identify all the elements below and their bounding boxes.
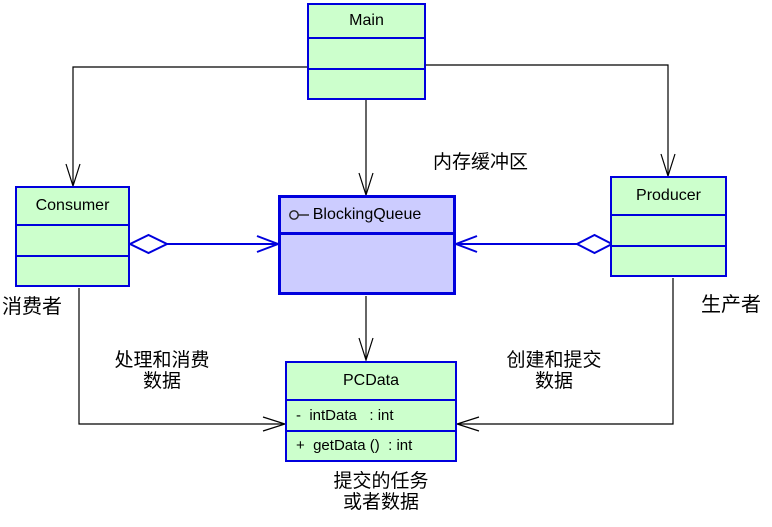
class-main-operations-compartment <box>309 67 424 99</box>
consume-note-line2: 数据 <box>142 371 181 392</box>
aggregation-diamond-icon <box>574 233 615 255</box>
class-blockingqueue-name: BlockingQueue <box>312 206 422 223</box>
memory-buffer-label: 内存缓冲区 <box>433 152 529 173</box>
class-pcdata-name: PCData <box>342 372 400 389</box>
consumer-role-label: 消费者 <box>2 296 62 318</box>
produce-note-line1: 创建和提交 <box>506 350 602 371</box>
open-arrowhead-icon <box>453 235 478 253</box>
class-pcdata-title: PCData <box>287 363 455 399</box>
class-main-attributes-compartment <box>309 37 424 68</box>
class-consumer[interactable]: Consumer <box>15 186 130 287</box>
open-arrowhead-icon <box>358 337 374 362</box>
class-blockingqueue-body-compartment <box>281 232 453 292</box>
link-blockingqueue-pcdata[interactable] <box>358 296 374 362</box>
data-note-label: 提交的任务 或者数据 <box>331 471 431 513</box>
class-producer-attributes-compartment <box>612 214 725 245</box>
class-pcdata-method-getdata: + getData () : int <box>287 429 455 461</box>
consume-note-line1: 处理和消费 <box>114 350 210 371</box>
producer-role-label: 生产者 <box>701 294 761 316</box>
open-arrowhead-icon <box>455 416 480 432</box>
class-pcdata-attribute-intdata: - intData : int <box>287 399 455 430</box>
aggregation-diamond-icon <box>127 233 170 255</box>
key-icon <box>289 210 309 220</box>
data-note-line1: 提交的任务 <box>333 471 429 492</box>
class-consumer-name: Consumer <box>35 197 110 214</box>
link-producer-pcdata[interactable] <box>455 278 674 432</box>
consume-note-label: 处理和消费 数据 <box>112 350 212 392</box>
aggregation-consumer-blockingqueue[interactable] <box>127 233 281 255</box>
class-blockingqueue[interactable]: BlockingQueue <box>278 195 456 295</box>
class-main-title: Main <box>309 5 424 37</box>
class-producer-title: Producer <box>612 178 725 214</box>
class-main[interactable]: Main <box>307 3 426 100</box>
link-main-blockingqueue[interactable] <box>358 100 374 197</box>
link-main-consumer[interactable] <box>65 66 307 188</box>
class-consumer-attributes-compartment <box>17 224 128 255</box>
class-producer-name: Producer <box>636 187 701 204</box>
class-consumer-operations-compartment <box>17 254 128 286</box>
class-pcdata[interactable]: PCData - intData : int + getData () : in… <box>285 361 457 462</box>
class-blockingqueue-title: BlockingQueue <box>281 198 453 232</box>
class-producer[interactable]: Producer <box>610 176 727 277</box>
data-note-line2: 或者数据 <box>342 492 419 513</box>
produce-note-line2: 数据 <box>534 371 573 392</box>
aggregation-producer-blockingqueue[interactable] <box>453 233 615 255</box>
class-main-name: Main <box>349 12 384 29</box>
class-producer-operations-compartment <box>612 244 725 276</box>
produce-note-label: 创建和提交 数据 <box>504 350 604 392</box>
class-consumer-title: Consumer <box>17 188 128 224</box>
